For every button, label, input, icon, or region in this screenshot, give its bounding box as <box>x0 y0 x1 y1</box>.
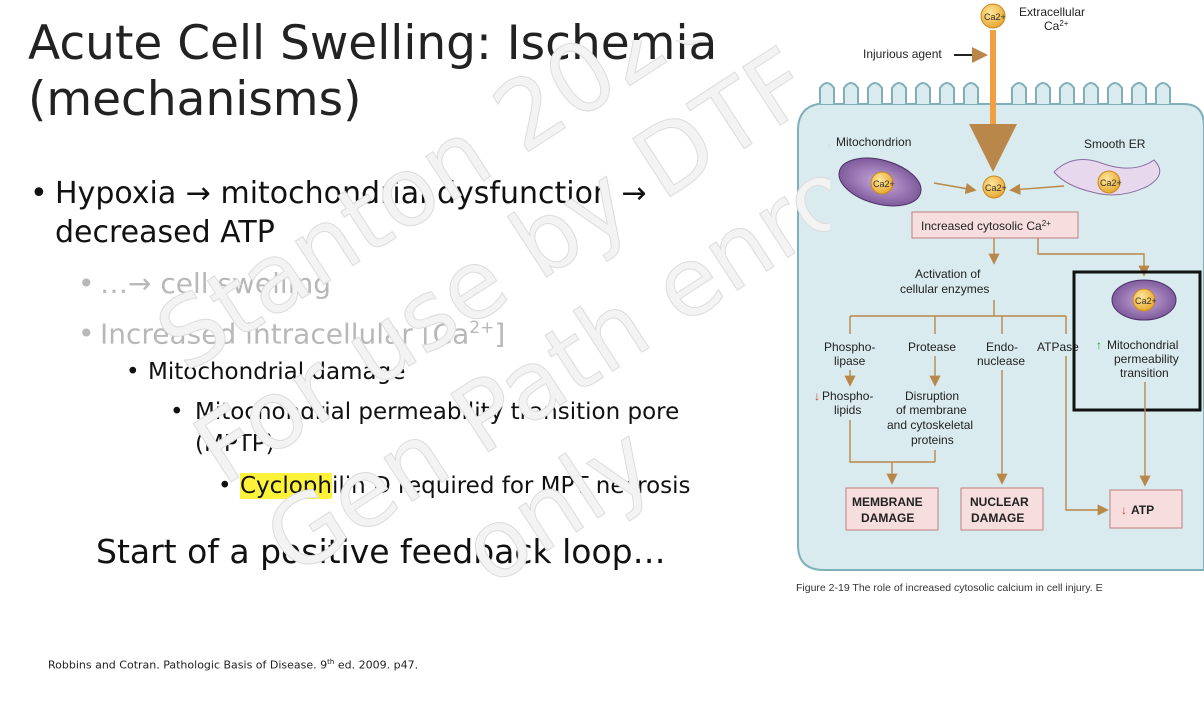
citation-pre: Robbins and Cotran. Pathologic Basis of … <box>48 658 328 672</box>
bullet-dot: • <box>126 359 140 385</box>
endonuclease-line-1: Endo- <box>986 340 1018 354</box>
nuclear-damage-line-2: DAMAGE <box>971 511 1024 525</box>
phospholipids-line-2: lipids <box>834 403 861 417</box>
disruption-line-2: of membrane <box>896 403 967 417</box>
bullet-dot: • <box>78 317 95 351</box>
bullet-dot: • <box>30 176 48 211</box>
bullet-cyclophilin-text: ilin D required for MPT necrosis <box>331 473 691 499</box>
citation: Robbins and Cotran. Pathologic Basis of … <box>48 658 418 672</box>
cell-membrane <box>797 103 1204 571</box>
activation-line-2: cellular enzymes <box>900 282 989 296</box>
increased-ca-box <box>911 211 1079 239</box>
to-membrane-lines <box>849 420 936 482</box>
ca-label-mito: Ca2+ <box>873 179 895 189</box>
bullet-hypoxia: • Hypoxia → mitochondrial dysfunction → … <box>30 174 760 252</box>
figure-caption: Figure 2-19 The role of increased cytoso… <box>796 582 1103 594</box>
bullet-mito-damage: • Mitochondrial damage <box>126 356 405 388</box>
atp-label: ATP <box>1131 503 1154 517</box>
mito-to-cytosol-arrow <box>933 182 977 195</box>
bullet-cell-swelling: •…→ cell swelling <box>78 266 331 302</box>
increased-ca-sup: 2+ <box>1042 219 1051 228</box>
enzyme-branches <box>849 300 1067 334</box>
bullet-calcium-text-pre: Increased intracellular [Ca <box>100 317 470 351</box>
calcium-ion-er <box>1097 170 1121 194</box>
calcium-ion-cytosolic <box>982 175 1006 199</box>
bullet-mptp-text: Mitochondrial permeability transition po… <box>195 399 680 457</box>
atpase-label: ATPase <box>1037 340 1079 354</box>
increased-ca-text: Increased cytosolic Ca <box>921 219 1042 233</box>
increased-ca-label: Increased cytosolic Ca2+ <box>921 219 1051 233</box>
bullet-cell-swelling-text: …→ cell swelling <box>100 267 332 300</box>
disruption-line-3: and cytoskeletal <box>887 418 973 432</box>
bullet-hypoxia-text: Hypoxia → mitochondrial dysfunction → de… <box>55 176 647 250</box>
extracellular-ca-text: Ca <box>1044 19 1060 33</box>
bullet-calcium: •Increased intracellular [Ca2+] <box>78 310 505 352</box>
citation-sup: th <box>327 658 335 666</box>
nuclear-damage-line-1: NUCLEAR <box>970 495 1029 509</box>
bullet-dot: • <box>170 399 184 425</box>
atp-down-icon: ↓ <box>1121 503 1127 517</box>
ca-label-top: Ca2+ <box>984 12 1006 22</box>
mito-perm-line-1: Mitochondrial <box>1107 338 1178 352</box>
ca-label-er: Ca2+ <box>1100 178 1122 188</box>
extracellular-label: Extracellular <box>1019 5 1085 19</box>
er-to-cytosol-arrow <box>1009 183 1065 195</box>
mito-perm-line-2: permeability <box>1114 352 1179 366</box>
to-mito-right-line <box>1037 238 1150 277</box>
bullet-calcium-sup: 2+ <box>469 318 495 338</box>
atp-box <box>1109 489 1183 529</box>
bullet-cyclophilin: • Cyclophilin D required for MPT necrosis <box>218 470 691 502</box>
bullet-dot: • <box>78 267 95 300</box>
microvilli <box>819 82 1171 104</box>
atpase-to-atp-line <box>1065 356 1109 516</box>
down-arrow-icon: ↓ <box>814 389 820 403</box>
disruption-line-4: proteins <box>911 433 954 447</box>
endonuclease-line-2: nuclease <box>977 354 1025 368</box>
phospholipase-line-1: Phospho- <box>824 340 875 354</box>
membrane-damage-line-2: DAMAGE <box>861 511 914 525</box>
bullet-mito-damage-text: Mitochondrial damage <box>148 359 406 385</box>
bullet-mptp: • Mitochondrial permeability transition … <box>170 396 750 460</box>
smooth-er-label: Smooth ER <box>1084 137 1146 151</box>
calcium-ion-mito <box>870 171 894 195</box>
extracellular-ca-sup: 2+ <box>1059 19 1068 28</box>
membrane-damage-box <box>845 487 939 531</box>
disruption-line-1: Disruption <box>905 389 959 403</box>
protease-label: Protease <box>908 340 956 354</box>
highlighted-text: Cycloph <box>240 473 332 499</box>
bullet-calcium-text-post: ] <box>494 317 506 351</box>
citation-post: ed. 2009. p47. <box>334 658 419 672</box>
phospholipids-line-1: Phospho- <box>822 389 873 403</box>
bullet-dot: • <box>218 473 232 499</box>
up-arrow-icon: ↑ <box>1096 338 1102 352</box>
slide-title: Acute Cell Swelling: Ischemia (mechanism… <box>28 16 718 127</box>
nuclear-damage-box <box>960 487 1044 531</box>
calcium-figure: Ca2+ Extracellular Ca2+ Injurious agent … <box>796 3 1204 594</box>
membrane-damage-line-1: MEMBRANE <box>852 495 923 509</box>
highlight-frame <box>1072 270 1202 412</box>
injurious-agent-label: Injurious agent <box>863 47 942 61</box>
extracellular-ca-label: Ca2+ <box>1044 19 1069 33</box>
mito-perm-line-3: transition <box>1120 366 1169 380</box>
ca-label-mito-right: Ca2+ <box>1135 296 1157 306</box>
mitochondrion-label: Mitochondrion <box>836 135 911 149</box>
feedback-text: Start of a positive feedback loop… <box>96 532 666 571</box>
calcium-ion-extracellular <box>980 3 1006 29</box>
ca-label-cytosol: Ca2+ <box>985 183 1007 193</box>
calcium-ion-mito-right <box>1132 288 1156 312</box>
phospholipase-line-2: lipase <box>834 354 866 368</box>
activation-line-1: Activation of <box>915 267 981 281</box>
